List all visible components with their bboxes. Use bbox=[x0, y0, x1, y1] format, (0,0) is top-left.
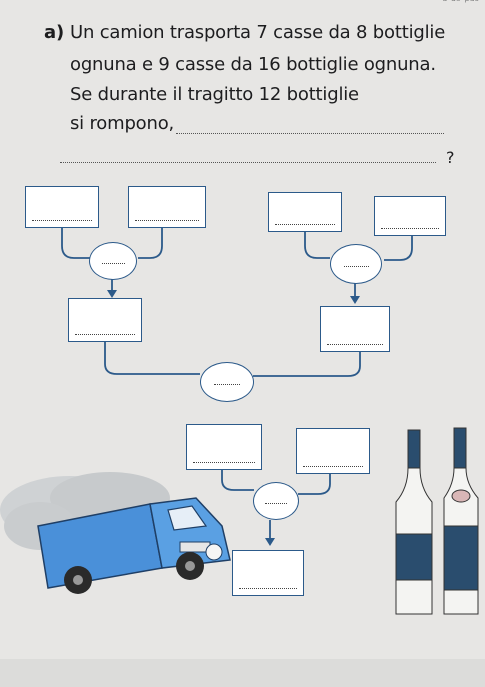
answer-dotted-line-1[interactable] bbox=[176, 133, 444, 134]
problem-line-1: a)Un camion trasporta 7 casse da 8 botti… bbox=[44, 22, 445, 43]
input-box-cases-8[interactable] bbox=[25, 186, 99, 228]
result-box-total[interactable] bbox=[186, 424, 262, 470]
page-corner-fragment: ᵃ ᵈᵉ ᵖᵃˢ bbox=[442, 0, 479, 8]
page-bottom-strip bbox=[0, 659, 485, 687]
result-box-2[interactable] bbox=[320, 306, 390, 352]
input-box-broken[interactable] bbox=[296, 428, 370, 474]
operator-circle-1[interactable] bbox=[89, 242, 137, 280]
problem-line-3: Se durante il tragitto 12 bottiglie bbox=[70, 84, 359, 105]
input-box-cases-16[interactable] bbox=[268, 192, 342, 232]
bottles-illustration bbox=[395, 427, 479, 615]
input-box-bottles-8[interactable] bbox=[128, 186, 206, 228]
operator-circle-2[interactable] bbox=[330, 244, 382, 284]
operator-circle-3[interactable] bbox=[200, 362, 254, 402]
problem-line-2: ognuna e 9 casse da 16 bottiglie ognuna. bbox=[70, 54, 436, 75]
question-mark: ? bbox=[446, 148, 455, 167]
final-result-box[interactable] bbox=[232, 550, 304, 596]
operator-circle-4[interactable] bbox=[253, 482, 299, 520]
truck-illustration bbox=[0, 472, 231, 594]
exercise-label: a) bbox=[44, 22, 64, 43]
result-box-1[interactable] bbox=[68, 298, 142, 342]
line-1-text: Un camion trasporta 7 casse da 8 bottigl… bbox=[69, 22, 446, 43]
answer-dotted-line-2[interactable] bbox=[60, 162, 436, 163]
input-box-bottles-16[interactable] bbox=[374, 196, 446, 236]
problem-line-4: si rompono, bbox=[70, 113, 175, 134]
